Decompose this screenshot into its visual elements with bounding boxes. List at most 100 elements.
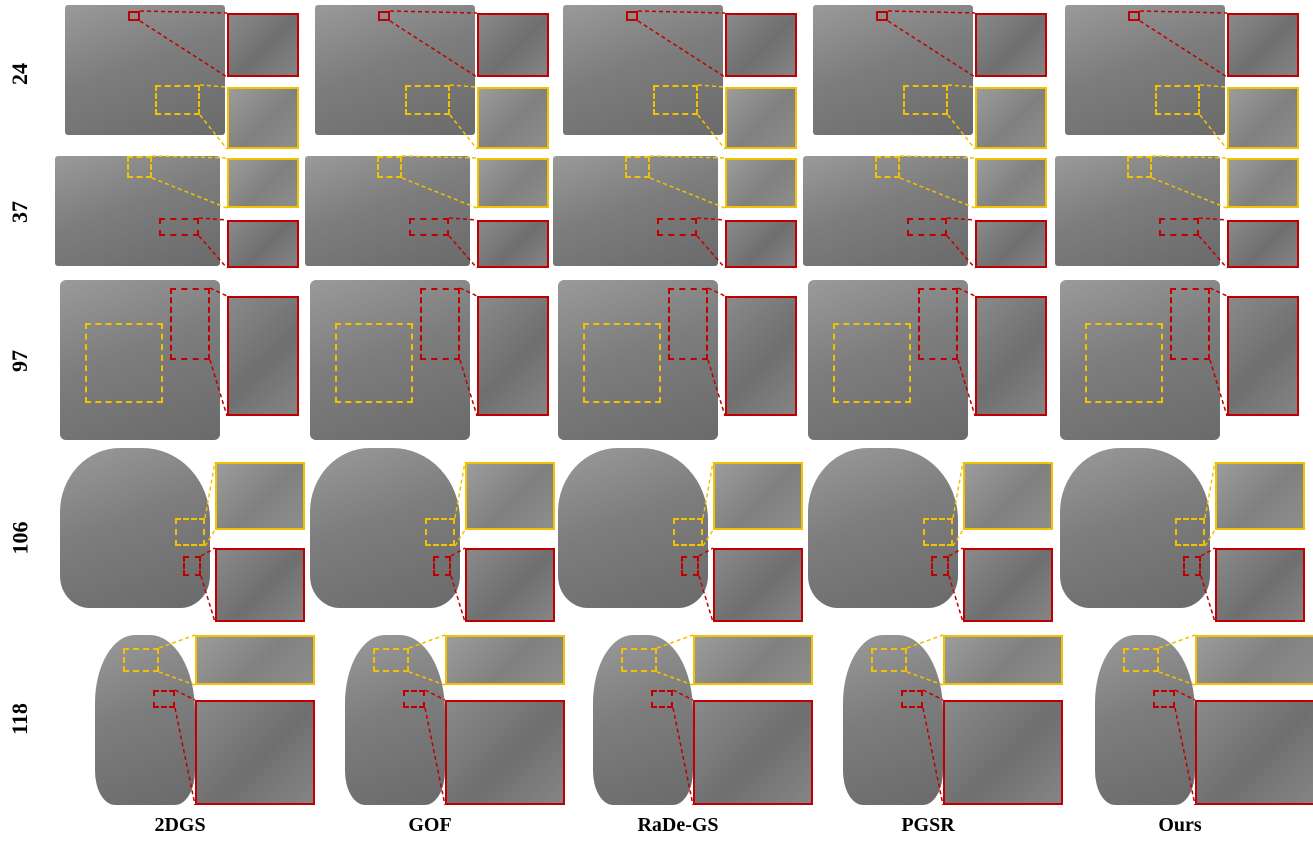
yellow-zoom-region (1085, 323, 1163, 403)
yellow-zoom-inset (215, 462, 305, 530)
mesh-render-bird (1060, 448, 1210, 608)
yellow-zoom-region (405, 85, 450, 115)
yellow-zoom-inset (975, 158, 1047, 208)
red-zoom-region (1183, 556, 1201, 576)
yellow-zoom-inset (1195, 635, 1313, 685)
red-zoom-region (183, 556, 201, 576)
red-zoom-region (1170, 288, 1210, 360)
column-label-ours: Ours (1158, 814, 1202, 836)
row-label-text: 97 (7, 350, 32, 372)
yellow-zoom-region (875, 156, 900, 178)
result-can-rade-gs (553, 278, 803, 444)
result-bird-2dgs (55, 448, 305, 628)
red-zoom-region (681, 556, 699, 576)
red-zoom-region (931, 556, 949, 576)
result-bird-rade-gs (553, 448, 803, 628)
red-zoom-inset (465, 548, 555, 622)
column-label-gof: GOF (408, 814, 452, 836)
yellow-zoom-inset (1215, 462, 1305, 530)
red-zoom-region (378, 11, 390, 21)
yellow-zoom-region (85, 323, 163, 403)
row-label-37: 37 (0, 148, 40, 276)
result-can-gof (305, 278, 555, 444)
result-building-gof (305, 5, 555, 149)
yellow-zoom-region (583, 323, 661, 403)
red-zoom-inset (477, 220, 549, 268)
red-zoom-inset (1227, 13, 1299, 77)
row-label-text: 24 (7, 63, 32, 85)
yellow-zoom-region (335, 323, 413, 403)
result-building-ours (1055, 5, 1305, 149)
row-label-24: 24 (0, 5, 40, 143)
result-building-2dgs (55, 5, 305, 149)
yellow-zoom-region (1127, 156, 1152, 178)
yellow-zoom-inset (943, 635, 1063, 685)
red-zoom-region (901, 690, 923, 708)
yellow-zoom-inset (227, 158, 299, 208)
yellow-zoom-region (903, 85, 948, 115)
row-label-text: 106 (7, 521, 32, 555)
red-zoom-region (409, 218, 449, 236)
result-can-2dgs (55, 278, 305, 444)
mesh-render-scissors (1055, 156, 1220, 266)
yellow-zoom-inset (445, 635, 565, 685)
mesh-render-bird (60, 448, 210, 608)
column-label-pgsr: PGSR (901, 814, 955, 836)
red-zoom-inset (975, 220, 1047, 268)
yellow-zoom-inset (1227, 158, 1299, 208)
yellow-zoom-region (425, 518, 455, 546)
yellow-zoom-inset (725, 158, 797, 208)
red-zoom-region (1128, 11, 1140, 21)
red-zoom-region (907, 218, 947, 236)
red-zoom-region (651, 690, 673, 708)
mesh-render-scissors (55, 156, 220, 266)
result-scissors-gof (305, 148, 555, 276)
result-building-rade-gs (553, 5, 803, 149)
result-angel-2dgs (55, 630, 315, 808)
red-zoom-inset (1195, 700, 1313, 805)
red-zoom-region (170, 288, 210, 360)
red-zoom-inset (227, 220, 299, 268)
mesh-render-bird (808, 448, 958, 608)
red-zoom-inset (195, 700, 315, 805)
result-bird-pgsr (803, 448, 1053, 628)
red-zoom-inset (227, 296, 299, 416)
red-zoom-inset (1227, 220, 1299, 268)
yellow-zoom-inset (693, 635, 813, 685)
red-zoom-inset (227, 13, 299, 77)
red-zoom-region (153, 690, 175, 708)
red-zoom-inset (725, 13, 797, 77)
result-can-ours (1055, 278, 1305, 444)
mesh-render-building (813, 5, 973, 135)
yellow-zoom-region (155, 85, 200, 115)
result-bird-gof (305, 448, 555, 628)
result-angel-pgsr (803, 630, 1063, 808)
result-angel-gof (305, 630, 565, 808)
result-building-pgsr (803, 5, 1053, 149)
result-angel-ours (1055, 630, 1313, 808)
red-zoom-region (876, 11, 888, 21)
mesh-render-scissors (803, 156, 968, 266)
red-zoom-inset (477, 296, 549, 416)
mesh-render-building (315, 5, 475, 135)
red-zoom-inset (963, 548, 1053, 622)
row-label-106: 106 (0, 448, 40, 628)
yellow-zoom-region (621, 648, 657, 672)
row-label-97: 97 (0, 278, 40, 444)
yellow-zoom-region (127, 156, 152, 178)
yellow-zoom-inset (713, 462, 803, 530)
red-zoom-region (668, 288, 708, 360)
yellow-zoom-inset (227, 87, 299, 149)
red-zoom-inset (725, 220, 797, 268)
yellow-zoom-region (377, 156, 402, 178)
mesh-render-scissors (305, 156, 470, 266)
red-zoom-inset (975, 296, 1047, 416)
result-can-pgsr (803, 278, 1053, 444)
yellow-zoom-region (923, 518, 953, 546)
red-zoom-inset (725, 296, 797, 416)
red-zoom-inset (693, 700, 813, 805)
result-angel-rade-gs (553, 630, 813, 808)
result-bird-ours (1055, 448, 1305, 628)
mesh-render-building (1065, 5, 1225, 135)
red-zoom-inset (1227, 296, 1299, 416)
